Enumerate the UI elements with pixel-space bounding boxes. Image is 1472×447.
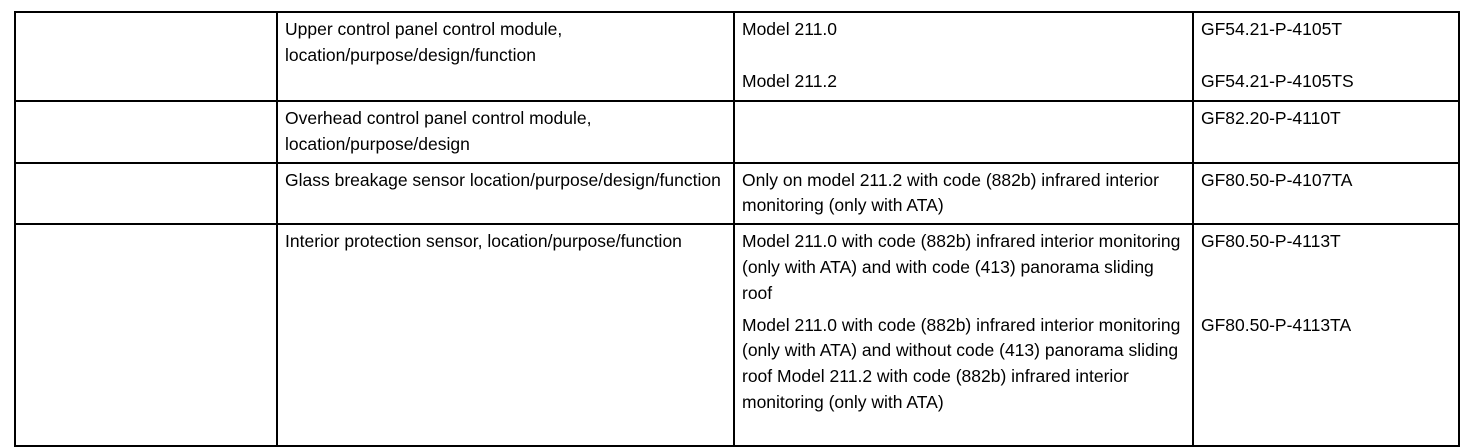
row-3-cell-condition: Only on model 211.2 with code (882b) inf… — [733, 161, 1194, 226]
row-1-reference-code-2: GF54.21-P-4105TS — [1201, 70, 1354, 91]
row-2-cell-condition — [733, 100, 1194, 164]
row-1-cell-reference: GF54.21-P-4105T GF54.21-P-4105TS — [1192, 11, 1460, 102]
row-3-reference-code-1: GF80.50-P-4107TA — [1201, 169, 1353, 190]
row-1-cell-index — [14, 11, 278, 102]
row-4-condition-para-2: Model 211.0 with code (882b) infrared in… — [742, 314, 1181, 387]
table-row: Interior protection sensor, location/pur… — [14, 223, 1460, 447]
table-row: Upper control panel control module, loca… — [14, 11, 1460, 102]
row-3-condition-para-1: Only on model 211.2 with code (882b) inf… — [742, 169, 1159, 216]
row-1-reference-code-1: GF54.21-P-4105T — [1201, 19, 1343, 39]
row-1-cell-condition: Model 211.0 Model 211.2 — [733, 11, 1194, 102]
row-2-cell-description: Overhead control panel control module, l… — [276, 100, 735, 164]
row-4-condition-para-1: Model 211.0 with code (882b) infrared in… — [742, 231, 1181, 303]
row-4-cell-condition: Model 211.0 with code (882b) infrared in… — [733, 223, 1194, 447]
table-row: Glass breakage sensor location/purpose/d… — [14, 161, 1460, 226]
row-2-reference-code-1: GF82.20-P-4110T — [1201, 108, 1341, 128]
row-3-cell-description: Glass breakage sensor location/purpose/d… — [276, 161, 735, 226]
row-4-reference-spacer-3 — [1201, 307, 1452, 313]
row-4-reference-code-2: GF80.50-P-4113TA — [1201, 314, 1352, 335]
row-4-reference-code-1: GF80.50-P-4113T — [1201, 231, 1341, 252]
row-1-condition-para-1: Model 211.0 — [742, 19, 838, 39]
row-4-condition-spacer-1 — [742, 307, 1186, 313]
row-1-description-text: Upper control panel control module, loca… — [285, 19, 563, 65]
row-1-condition-spacer — [742, 43, 1186, 69]
row-4-reference-spacer-1 — [1201, 255, 1452, 281]
row-1-cell-description: Upper control panel control module, loca… — [276, 11, 735, 102]
row-2-cell-reference: GF82.20-P-4110T — [1192, 100, 1460, 164]
table-row: Overhead control panel control module, l… — [14, 100, 1460, 164]
row-4-cell-description: Interior protection sensor, location/pur… — [276, 223, 735, 447]
row-1-condition-para-2: Model 211.2 — [742, 70, 838, 91]
row-3-description-text: Glass breakage sensor location/purpose/d… — [285, 169, 721, 190]
row-4-condition-para-3: Model 211.2 with code (882b) infrared in… — [742, 366, 1129, 412]
row-4-cell-index — [14, 223, 278, 447]
table-body: Upper control panel control module, loca… — [14, 11, 1460, 447]
row-3-cell-reference: GF80.50-P-4107TA — [1192, 161, 1460, 226]
row-1-reference-spacer — [1201, 43, 1452, 69]
row-3-cell-index — [14, 161, 278, 226]
service-documentation-table: Upper control panel control module, loca… — [14, 11, 1460, 447]
row-4-description-text: Interior protection sensor, location/pur… — [285, 231, 682, 252]
row-4-reference-spacer-2 — [1201, 281, 1452, 307]
row-2-description-text: Overhead control panel control module, l… — [285, 108, 592, 154]
row-4-cell-reference: GF80.50-P-4113T GF80.50-P-4113TA — [1192, 223, 1460, 447]
row-2-cell-index — [14, 100, 278, 164]
